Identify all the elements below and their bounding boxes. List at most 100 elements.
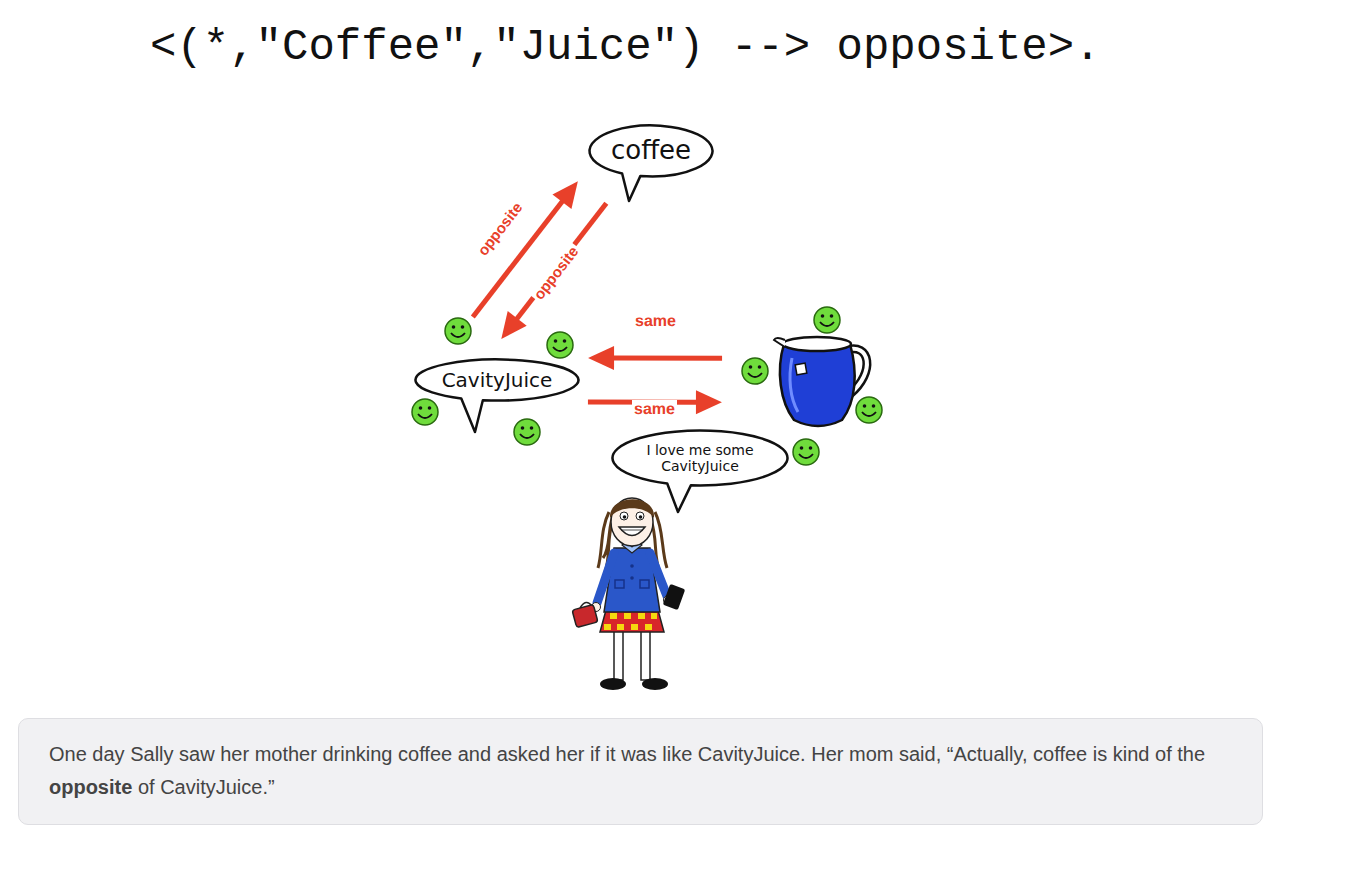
smiley-face xyxy=(748,373,762,377)
smiley-face xyxy=(530,426,534,430)
girl-illustration xyxy=(630,576,634,580)
bubble-text: coffee xyxy=(611,136,691,166)
girl-illustration xyxy=(640,580,649,588)
girl-illustration xyxy=(572,498,685,690)
smiley-face xyxy=(758,365,762,369)
speech-bubble: coffee xyxy=(588,124,714,178)
girl-illustration xyxy=(650,553,667,596)
pitcher-illustration xyxy=(783,337,851,351)
girl-illustration xyxy=(615,580,624,588)
smiley-face xyxy=(412,399,438,425)
girl-illustration xyxy=(621,530,643,531)
edge-label: same xyxy=(633,312,678,330)
smiley-face xyxy=(742,358,768,384)
girl-illustration xyxy=(638,613,645,619)
smiley-face xyxy=(821,314,825,318)
smiley-face xyxy=(830,314,834,318)
smiley-face xyxy=(793,439,819,465)
girl-illustration xyxy=(631,624,638,630)
smiley-face xyxy=(820,322,834,326)
pitcher-illustration xyxy=(774,338,785,347)
smiley-face xyxy=(419,406,423,410)
caption: One day Sally saw her mother drinking co… xyxy=(19,719,1262,823)
arrow-head xyxy=(501,311,526,339)
arrow-connector xyxy=(588,346,722,370)
smiley-face xyxy=(451,333,465,337)
girl-illustration xyxy=(642,678,668,690)
smiley-face xyxy=(862,412,876,416)
girl-illustration xyxy=(623,515,627,519)
smiley-face xyxy=(452,325,456,329)
girl-illustration xyxy=(619,527,645,536)
smiley-face xyxy=(514,419,540,445)
smiley-face xyxy=(563,339,567,343)
smiley-face xyxy=(521,426,525,430)
smiley-face xyxy=(520,434,534,438)
girl-illustration xyxy=(597,553,614,603)
smiley-face xyxy=(800,446,804,450)
girl-illustration xyxy=(639,515,643,519)
arrow-connector xyxy=(501,203,606,339)
smiley-face xyxy=(554,339,558,343)
smiley-face xyxy=(461,325,465,329)
pitcher-illustration xyxy=(772,328,872,433)
smiley-face xyxy=(412,399,438,425)
girl-illustration xyxy=(645,624,652,630)
girl-illustration xyxy=(651,613,657,619)
bubble-text-block: I love me some CavityJuice xyxy=(640,442,760,474)
bubble-text-block: CavityJuice xyxy=(442,369,553,392)
girl-illustration xyxy=(663,584,686,610)
bubble-outline xyxy=(590,126,713,202)
smiley-face xyxy=(428,406,432,410)
girl-illustration xyxy=(630,564,634,568)
edge-label: opposite xyxy=(473,198,527,261)
smiley-face xyxy=(418,414,432,418)
smiley-face xyxy=(445,318,471,344)
smiley-face xyxy=(749,365,753,369)
smiley-face xyxy=(445,318,471,344)
edge-label: same xyxy=(632,400,677,418)
bubble-outline xyxy=(416,360,579,433)
girl-illustration xyxy=(600,678,626,690)
smiley-face xyxy=(814,307,840,333)
girl-illustration xyxy=(604,624,611,630)
caption-panel: One day Sally saw her mother drinking co… xyxy=(18,718,1263,825)
smiley-face xyxy=(514,419,540,445)
title: <(*,"Coffee","Juice") --> opposite>. xyxy=(150,22,1101,72)
smiley-face xyxy=(553,347,567,351)
girl-illustration xyxy=(600,610,664,632)
pitcher-illustration xyxy=(780,344,855,426)
pitcher-illustration xyxy=(795,363,807,375)
bubble-text-block: coffee xyxy=(611,136,691,166)
arrow-head xyxy=(588,346,614,370)
smiley-face xyxy=(814,307,840,333)
pitcher-node xyxy=(772,328,872,433)
girl-illustration xyxy=(641,628,650,680)
girl-illustration xyxy=(624,613,631,619)
smiley-face xyxy=(863,404,867,408)
smiley-face xyxy=(799,454,813,458)
smiley-face xyxy=(793,439,819,465)
arrow-shaft xyxy=(516,203,606,320)
arrow-shaft xyxy=(612,356,722,361)
smiley-face xyxy=(856,397,882,423)
caption-emphasis: opposite xyxy=(49,776,132,798)
arrow-head xyxy=(696,390,722,414)
girl-illustration xyxy=(610,499,654,518)
girl-illustration xyxy=(636,512,644,520)
smiley-face xyxy=(742,358,768,384)
girl-illustration xyxy=(572,604,598,627)
arrow-connector xyxy=(473,181,578,317)
smiley-face xyxy=(872,404,876,408)
girl-illustration xyxy=(617,624,624,630)
smiley-face xyxy=(547,332,573,358)
bubble-outline xyxy=(613,431,788,513)
arrow-head xyxy=(552,181,577,209)
speech-bubble: CavityJuice xyxy=(414,358,580,402)
bubble-text: CavityJuice xyxy=(442,369,553,392)
girl-illustration xyxy=(614,628,623,680)
girl-illustration xyxy=(610,613,617,619)
smiley-face xyxy=(809,446,813,450)
smiley-face xyxy=(547,332,573,358)
edge-label: opposite xyxy=(530,242,584,305)
